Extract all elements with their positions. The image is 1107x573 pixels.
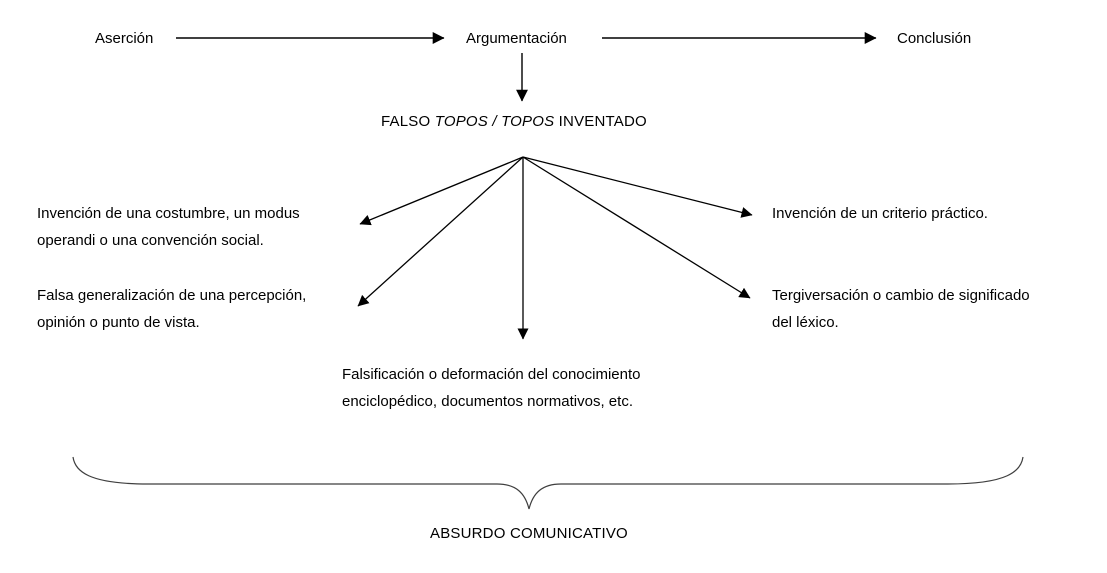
- node-argumentacion: Argumentación: [466, 30, 567, 47]
- branch-center-bottom: Falsificación o deformación del conocimi…: [342, 361, 640, 415]
- branch-right-top: Invención de un criterio práctico.: [772, 200, 988, 227]
- arrow-falso-to-right-bottom: [522, 156, 751, 299]
- node-asercion: Aserción: [95, 30, 154, 47]
- falso-topos-italic: TOPOS / TOPOS: [434, 113, 555, 130]
- branch-right-bottom-line2: del léxico.: [772, 314, 839, 331]
- branch-left-top-line2: operandi o una convención social.: [37, 232, 264, 249]
- arrow-falso-to-right-top: [522, 156, 753, 218]
- branch-left-top-line1: Invención de una costumbre, un modus: [37, 205, 300, 222]
- branch-left-bottom-line1: Falsa generalización de una percepción,: [37, 287, 307, 304]
- branch-center-bottom-line2: enciclopédico, documentos normativos, et…: [342, 393, 633, 410]
- branch-left-top: Invención de una costumbre, un modus ope…: [37, 200, 300, 254]
- branch-left-bottom-line2: opinión o punto de vista.: [37, 314, 200, 331]
- falso-topos-post: INVENTADO: [554, 113, 647, 130]
- node-falso-topos: FALSO TOPOS / TOPOS INVENTADO: [381, 108, 647, 135]
- branch-left-bottom: Falsa generalización de una percepción, …: [37, 282, 306, 336]
- footer-absurdo-comunicativo: ABSURDO COMUNICATIVO: [430, 525, 628, 542]
- branch-right-top-line1: Invención de un criterio práctico.: [772, 205, 988, 222]
- branch-right-bottom: Tergiversación o cambio de significado d…: [772, 282, 1030, 336]
- arrow-falso-to-left-bottom: [357, 156, 524, 307]
- underbrace: [72, 456, 1024, 510]
- branch-center-bottom-line1: Falsificación o deformación del conocimi…: [342, 366, 641, 383]
- falso-topos-pre: FALSO: [381, 113, 435, 130]
- node-conclusion: Conclusión: [897, 30, 972, 47]
- branch-right-bottom-line1: Tergiversación o cambio de significado: [772, 287, 1030, 304]
- arrow-falso-to-left-top: [359, 156, 524, 226]
